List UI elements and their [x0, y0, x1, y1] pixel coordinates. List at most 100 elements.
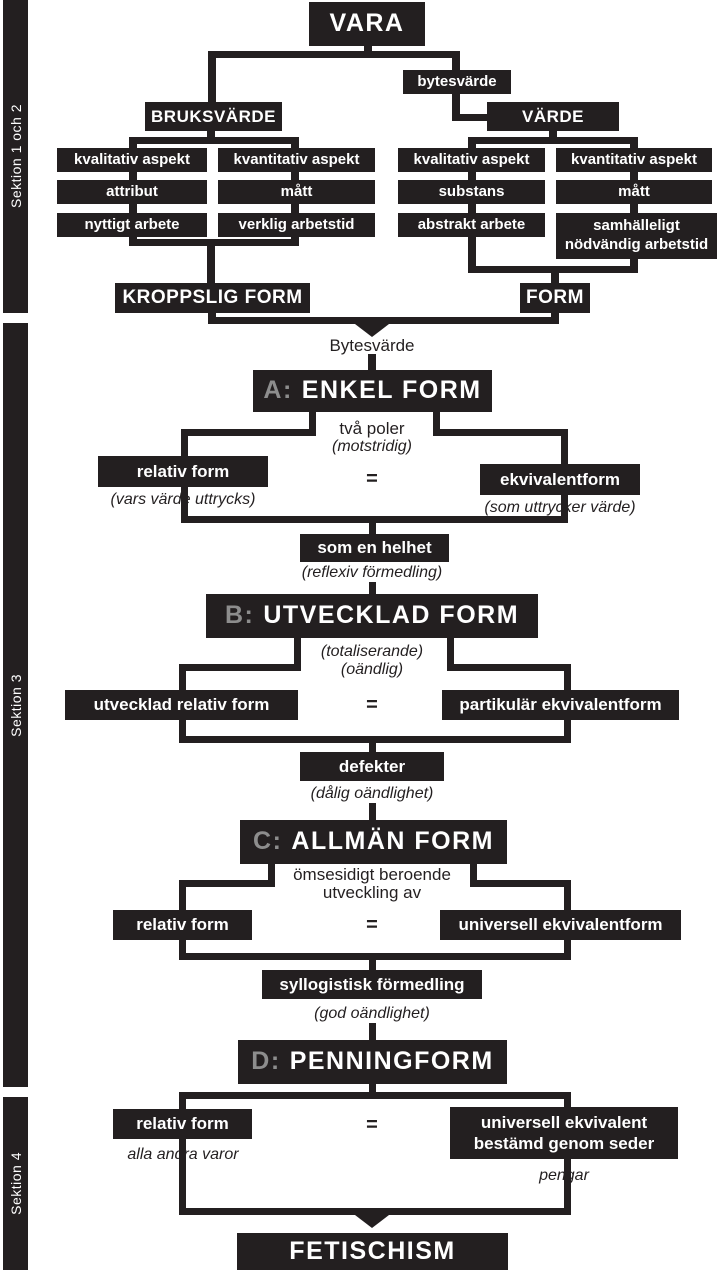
box-value-measure: mått [556, 180, 712, 204]
section-d-letter: D: [251, 1047, 281, 1076]
box-section-c-title: C: ALLMÄN FORM [240, 820, 507, 864]
connector [129, 137, 299, 144]
label: verklig arbetstid [238, 215, 355, 233]
connector [470, 863, 477, 887]
box-use-value-useful-labor: nyttigt arbete [57, 213, 207, 237]
label: abstrakt arbete [417, 215, 526, 233]
connector [433, 411, 440, 436]
box-kroppslig-form: KROPPSLIG FORM [115, 283, 310, 313]
equals-sign: = [366, 468, 378, 490]
box-relative-form-d: relativ form [113, 1109, 252, 1139]
connector [470, 880, 571, 887]
box-bruksvarde: BRUKSVÄRDE [145, 102, 282, 131]
connector [208, 51, 216, 105]
section-b-title: UTVECKLAD FORM [263, 601, 520, 630]
connector [179, 1208, 571, 1215]
label: mått [280, 182, 313, 200]
sidebar-label: Sektion 3 [7, 673, 24, 737]
box-developed-relative-form: utvecklad relativ form [65, 690, 298, 720]
box-section-b-title: B: UTVECKLAD FORM [206, 594, 538, 638]
connector [468, 266, 638, 273]
down-arrow-icon [355, 324, 389, 337]
label: samhälleligt nödvändig arbetstid [564, 217, 709, 253]
connector [561, 429, 568, 466]
box-bytesvarde-tag: bytesvärde [403, 70, 511, 94]
box-use-value-real-labor-time: verklig arbetstid [218, 213, 375, 237]
connector [564, 664, 571, 692]
box-use-value-attribute: attribut [57, 180, 207, 204]
bruksvarde-label: BRUKSVÄRDE [151, 106, 276, 126]
connector [181, 429, 316, 436]
section-d-title: PENNINGFORM [289, 1047, 494, 1076]
connector [369, 803, 376, 821]
connector [208, 51, 460, 58]
kroppslig-form-label: KROPPSLIG FORM [122, 287, 303, 309]
connector [179, 880, 275, 887]
section-c-title: ALLMÄN FORM [291, 827, 494, 856]
bytesvarde-tag-label: bytesvärde [417, 72, 497, 90]
equals-sign: = [366, 1114, 378, 1136]
connector [447, 637, 454, 671]
form-label: FORM [526, 287, 584, 309]
label: relativ form [136, 915, 229, 935]
connector [309, 411, 316, 436]
box-value-substance: substans [398, 180, 545, 204]
label: utvecklad relativ form [93, 695, 270, 715]
equals-sign: = [366, 914, 378, 936]
label: kvantitativ aspekt [571, 150, 697, 168]
box-section-a-title: A: ENKEL FORM [253, 370, 492, 412]
connector [369, 523, 376, 536]
c-note-line2: utveckling av [322, 883, 422, 902]
poles-note-line2: (motstridig) [331, 438, 412, 455]
money-caption: pengar [464, 1167, 664, 1185]
connector [468, 137, 476, 273]
box-vara: VARA [309, 2, 425, 46]
label: substans [438, 182, 505, 200]
label: som en helhet [317, 538, 432, 558]
box-socially-necessary-labor-time: samhälleligt nödvändig arbetstid [556, 213, 717, 259]
equivalent-form-a-caption: (som uttrycker värde) [484, 499, 636, 516]
connector [564, 940, 571, 960]
label: nyttigt arbete [84, 215, 180, 233]
connector [294, 637, 301, 671]
connector [181, 487, 188, 523]
box-relative-form-c: relativ form [113, 910, 252, 940]
connector [369, 582, 376, 595]
sidebar-section-1-2: Sektion 1 och 2 [3, 0, 28, 313]
connector [630, 137, 638, 273]
section-c-letter: C: [253, 827, 283, 856]
box-relative-form-a: relativ form [98, 456, 268, 487]
connector [179, 664, 301, 671]
connector [564, 880, 571, 912]
connector [447, 664, 571, 671]
c-note-line1: ömsesidigt beroende [293, 865, 451, 884]
sidebar-label: Sektion 1 och 2 [7, 104, 24, 209]
box-section-d-title: D: PENNINGFORM [238, 1040, 507, 1084]
sidebar-section-3: Sektion 3 [3, 323, 28, 1087]
connector [207, 130, 215, 140]
connector [452, 92, 460, 121]
connector [433, 429, 568, 436]
label: kvalitativ aspekt [74, 150, 190, 168]
connector [564, 720, 571, 743]
connector [179, 1092, 186, 1111]
label: syllogistisk förmedling [279, 974, 465, 994]
connector [368, 354, 376, 371]
label: mått [618, 182, 650, 200]
b-note-line1: (totaliserande) [320, 643, 424, 660]
vara-label: VARA [329, 9, 405, 38]
label: attribut [106, 182, 158, 200]
connector [181, 429, 188, 458]
section-b-letter: B: [224, 601, 255, 630]
connector [369, 1023, 376, 1041]
defects-caption: (dålig oändlighet) [310, 785, 434, 802]
box-value-quantitative: kvantitativ aspekt [556, 148, 712, 172]
box-use-value-measure: mått [218, 180, 375, 204]
connector [181, 516, 568, 523]
label: defekter [338, 756, 406, 776]
box-equivalent-form-a: ekvivalentform [480, 464, 640, 495]
box-universal-equivalent-form: universell ekvivalentform [440, 910, 681, 940]
box-form: FORM [520, 283, 590, 313]
connector [207, 246, 215, 285]
